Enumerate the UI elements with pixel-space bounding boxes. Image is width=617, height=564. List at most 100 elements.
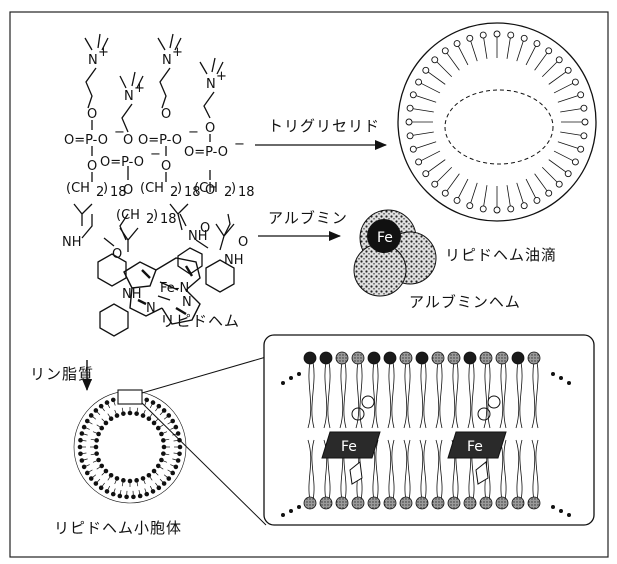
lipid-head <box>454 41 460 47</box>
lipid-head <box>157 404 162 409</box>
lipid-head <box>115 476 120 481</box>
lipid-head <box>105 489 110 494</box>
lipid-head <box>464 497 476 509</box>
svg-text:): ) <box>231 181 236 196</box>
lipid-head <box>467 35 473 41</box>
lipid-head <box>416 352 428 364</box>
ammonium-4: N <box>206 77 216 92</box>
lipid-head <box>336 497 348 509</box>
svg-text:): ) <box>103 181 108 196</box>
svg-text:−: − <box>234 137 245 152</box>
lipid-head <box>494 31 500 37</box>
lipid-head <box>178 445 183 450</box>
lipid-head <box>581 133 587 139</box>
svg-text:O: O <box>161 107 171 122</box>
lipid-head <box>410 92 416 98</box>
svg-text:NH: NH <box>122 287 142 302</box>
lipid-head <box>416 79 422 85</box>
lipid-head <box>528 497 540 509</box>
lipid-heme-droplet <box>398 23 596 221</box>
lipid-head <box>109 473 114 478</box>
lipid-head <box>85 419 90 424</box>
lipid-head <box>582 119 588 125</box>
albumin-heme-label: アルブミンヘム <box>409 291 521 312</box>
lipid-head <box>94 451 99 456</box>
lipid-head <box>368 497 380 509</box>
lipid-head <box>384 497 396 509</box>
lipid-head <box>556 57 562 63</box>
lipid-head <box>141 476 146 481</box>
phosphate-4: O=P-O <box>184 145 228 160</box>
albumin-label: アルブミン <box>268 207 348 228</box>
svg-text:): ) <box>177 181 182 196</box>
lipid-head <box>464 352 476 364</box>
svg-text:N: N <box>146 301 156 316</box>
lipid-head <box>161 438 166 443</box>
lipid-head <box>480 206 486 212</box>
lipid-head <box>170 471 175 476</box>
svg-text:(CH: (CH <box>116 208 140 223</box>
svg-text:N: N <box>182 295 192 310</box>
svg-text:+: + <box>216 69 227 84</box>
svg-text:): ) <box>153 208 158 223</box>
ch2-group-3: (CH 2 ) 18 <box>140 181 201 200</box>
lipid-head <box>546 190 552 196</box>
lipid-head <box>480 352 492 364</box>
lipid-head <box>159 458 164 463</box>
lipid-head <box>131 495 136 500</box>
lipid-head <box>534 41 540 47</box>
lipid-head <box>494 207 500 213</box>
albumin-heme: Fe <box>354 210 436 296</box>
svg-text:18: 18 <box>160 212 177 227</box>
lipid-head <box>336 352 348 364</box>
lipid-head <box>82 425 87 430</box>
lipid-heme-droplet-label: リピドヘム油滴 <box>445 244 557 265</box>
lipid-head <box>521 35 527 41</box>
amide-nh-2: NH <box>188 229 208 244</box>
lipid-head <box>442 190 448 196</box>
lipid-head <box>174 465 179 470</box>
lipid-head <box>109 416 114 421</box>
lipid-head <box>147 416 152 421</box>
lipid-head <box>128 411 133 416</box>
lipid-head <box>423 171 429 177</box>
lipid-head <box>99 426 104 431</box>
lipid-head <box>151 400 156 405</box>
ammonium-1: N <box>88 53 98 68</box>
lipid-head <box>105 400 110 405</box>
svg-text:(CH: (CH <box>66 181 90 196</box>
phenyl-ring-3 <box>100 304 128 336</box>
lipid-head <box>320 352 332 364</box>
lipid-head <box>496 352 508 364</box>
lipid-head <box>454 197 460 203</box>
lipid-head <box>89 476 94 481</box>
phospholipid-label: リン脂質 <box>30 363 94 384</box>
lipid-head <box>166 476 171 481</box>
lipid-head <box>432 57 438 63</box>
lipid-heme-vesicle <box>74 390 186 503</box>
lipid-head <box>448 352 460 364</box>
ammonium-3: N <box>162 53 172 68</box>
lipid-head <box>578 92 584 98</box>
lipid-head <box>546 48 552 54</box>
lipid-head <box>134 411 139 416</box>
lipid-head <box>528 352 540 364</box>
lipid-head <box>94 481 99 486</box>
lipid-head <box>111 492 116 497</box>
svg-text:Fe: Fe <box>341 439 357 455</box>
lipid-head <box>104 421 109 426</box>
lipid-head <box>94 438 99 443</box>
svg-text:−: − <box>114 125 125 140</box>
svg-text:18: 18 <box>110 185 127 200</box>
lipid-head <box>159 432 164 437</box>
svg-text:Fe: Fe <box>467 439 483 455</box>
lipid-head <box>467 203 473 209</box>
svg-text:(CH: (CH <box>194 181 218 196</box>
svg-text:−: − <box>188 125 199 140</box>
lipid-head <box>162 408 167 413</box>
lipid-head <box>121 478 126 483</box>
lipid-head <box>156 464 161 469</box>
lipid-head <box>144 398 149 403</box>
lipid-head <box>508 32 514 38</box>
lipid-head <box>177 452 182 457</box>
